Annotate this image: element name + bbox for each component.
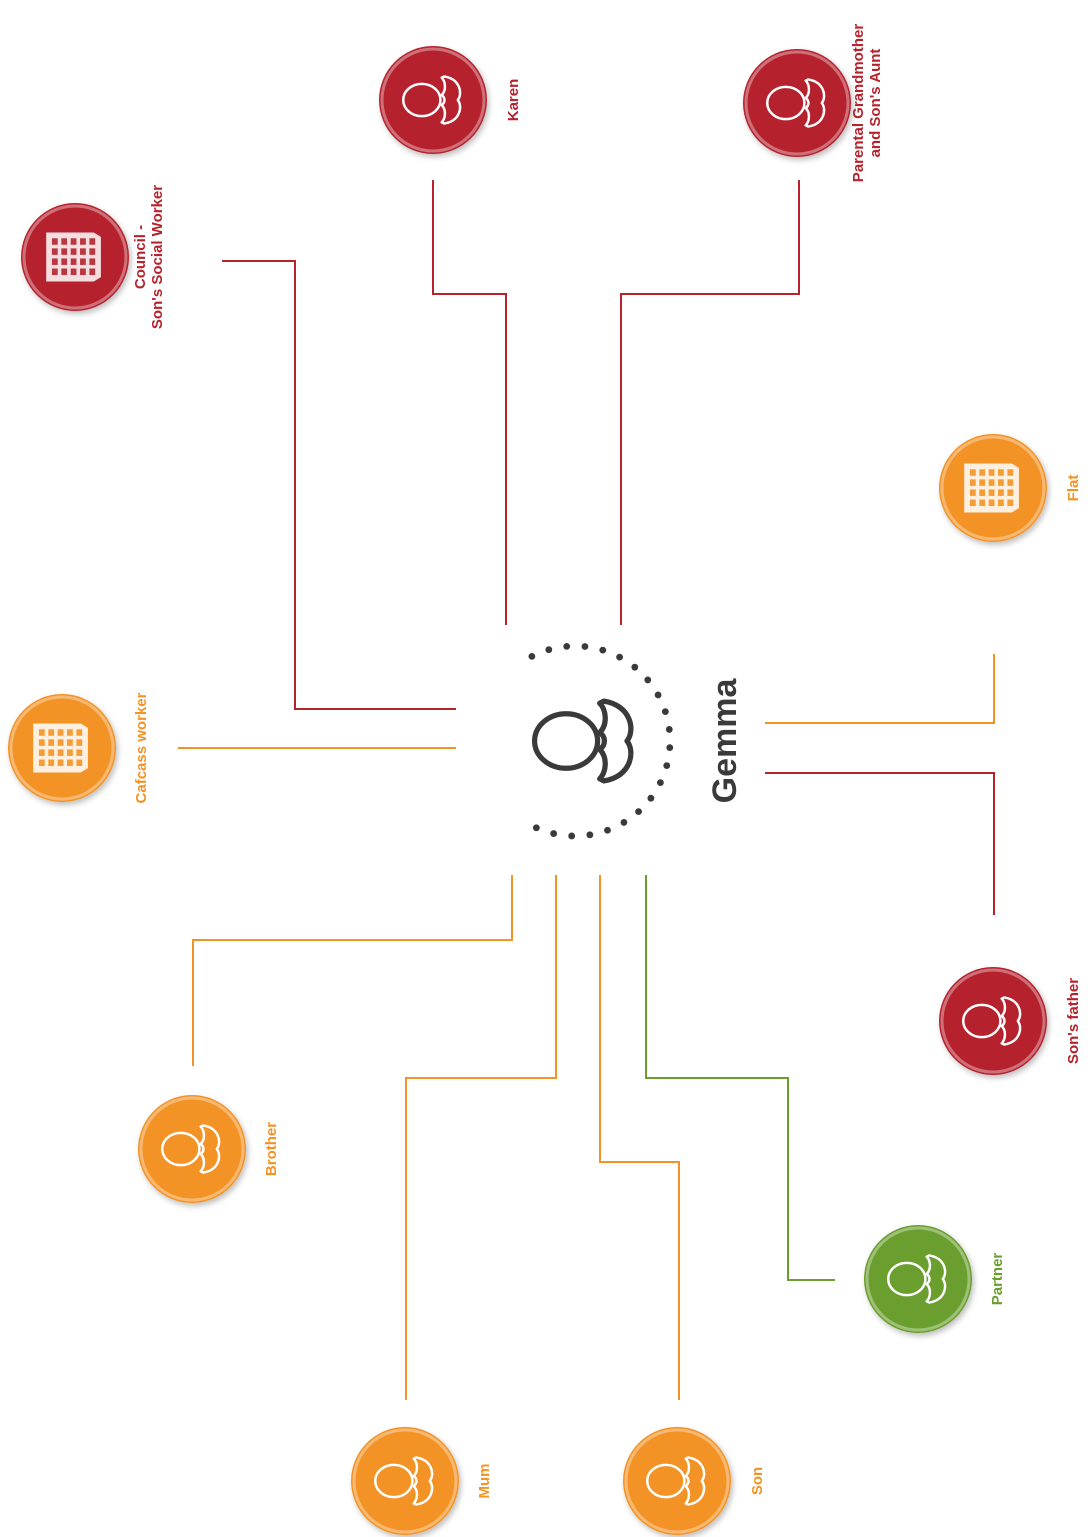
connector-mum <box>405 875 557 1400</box>
person-icon <box>373 1456 434 1506</box>
node-grandmother-circle <box>743 49 851 157</box>
connector-council <box>222 260 456 710</box>
person-icon <box>531 698 634 784</box>
center-node[interactable]: Gemma <box>528 642 744 840</box>
person-icon <box>765 78 826 128</box>
node-flat-label: Flat <box>1065 475 1082 502</box>
node-karen[interactable]: Karen <box>379 46 522 154</box>
connector-son <box>599 875 680 1400</box>
connector-brother <box>192 875 513 1066</box>
connector-flat <box>765 654 995 724</box>
node-sons-father-circle <box>939 967 1047 1075</box>
node-mum-circle <box>351 1427 459 1535</box>
connector-karen <box>432 180 507 625</box>
node-flat[interactable]: Flat <box>939 434 1082 542</box>
node-karen-label: Karen <box>505 79 522 122</box>
node-grandmother[interactable]: Parental Grandmotherand Son's Aunt <box>743 24 884 183</box>
node-brother-label: Brother <box>263 1122 280 1176</box>
person-icon <box>645 1456 706 1506</box>
connector-sons-father <box>765 772 995 915</box>
node-council[interactable]: Council -Son's Social Worker <box>21 185 166 329</box>
node-sons-father[interactable]: Son's father <box>939 967 1082 1075</box>
node-karen-circle <box>379 46 487 154</box>
node-cafcass-label: Cafcass worker <box>133 692 150 803</box>
person-icon <box>401 75 462 125</box>
center-name: Gemma <box>706 678 744 804</box>
node-mum[interactable]: Mum <box>351 1427 493 1535</box>
node-brother-circle <box>138 1095 246 1203</box>
node-son-label: Son <box>749 1467 766 1495</box>
node-son[interactable]: Son <box>623 1427 766 1535</box>
building-icon <box>964 463 1019 513</box>
node-mum-label: Mum <box>476 1464 493 1499</box>
connector-partner <box>645 875 835 1281</box>
node-grandmother-label: Parental Grandmotherand Son's Aunt <box>850 24 884 183</box>
person-icon <box>961 996 1022 1046</box>
node-son-circle <box>623 1427 731 1535</box>
building-icon <box>46 232 101 282</box>
node-partner[interactable]: Partner <box>864 1225 1006 1333</box>
node-sons-father-label: Son's father <box>1065 978 1082 1064</box>
node-partner-label: Partner <box>989 1253 1006 1306</box>
node-partner-circle <box>864 1225 972 1333</box>
node-council-label: Council -Son's Social Worker <box>132 185 166 329</box>
person-icon <box>160 1124 221 1174</box>
node-cafcass[interactable]: Cafcass worker <box>8 692 150 803</box>
connector-grandmother <box>620 180 800 625</box>
person-icon <box>886 1254 947 1304</box>
node-brother[interactable]: Brother <box>138 1095 280 1203</box>
dotted-ring <box>528 642 674 840</box>
building-icon <box>33 723 88 773</box>
